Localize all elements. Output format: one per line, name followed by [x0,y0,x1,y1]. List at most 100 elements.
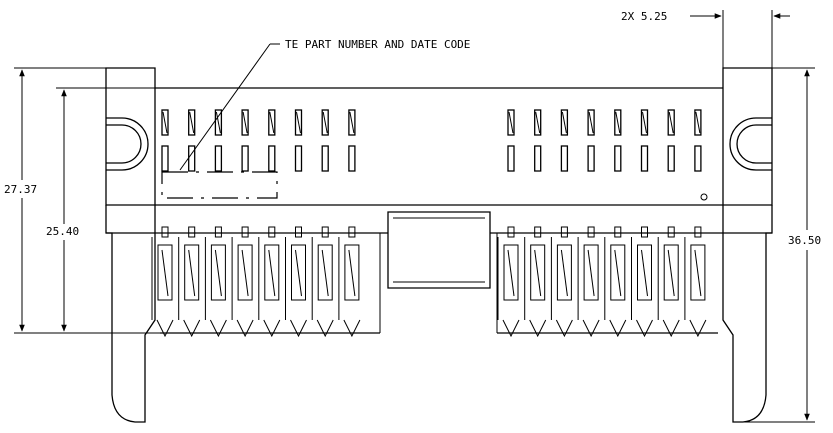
contact-slot [268,145,276,172]
contact-slots-row-1 [161,109,702,136]
pin-detail [507,249,515,297]
contact-slot [348,109,356,136]
left-latch-ear [105,67,156,423]
contact-slot [507,109,515,136]
body-height-value: 25.40 [46,225,79,238]
contact-slot [161,145,169,172]
pin-body [317,244,333,301]
pin-detail [560,249,568,297]
contact-slot [321,145,329,172]
contact-slot [614,145,622,172]
right-latch-ear [722,67,773,423]
pin-tip [636,319,653,338]
part-number-label-area [161,171,278,199]
pin-tip [502,319,520,338]
contact-slot [560,145,569,172]
pin-head [614,226,622,238]
contact-slot [241,109,249,136]
contact-pins [151,226,707,338]
pin-detail [534,249,542,297]
pin-detail [268,249,276,297]
pin-detail [667,249,675,297]
contact-slot [534,145,542,172]
pin-tip [290,319,307,338]
contact-slot [294,109,303,136]
pin-tip [609,319,627,338]
contact-slot-detail [561,111,567,134]
pin-detail [587,249,595,297]
pin-tip [529,319,547,338]
pin-head [641,226,648,238]
pin-head [321,226,329,238]
pin-body [556,244,572,301]
contact-slot-detail [242,111,248,134]
pin-tip [662,319,680,338]
contact-slot [587,109,595,136]
contact-slot-detail [508,111,514,134]
pin-head [694,226,702,238]
pin-body [237,244,253,301]
contact-slot [587,145,595,172]
pin-tip [689,319,707,338]
pin-tip [316,319,334,338]
contact-slot-detail [588,111,594,134]
pin-head [161,226,169,238]
contact-slot [560,109,569,136]
pin-head [188,226,196,238]
pin-one-marker [700,193,708,201]
pin-detail [241,249,249,297]
pin-body [610,244,626,301]
contact-slot [640,109,649,136]
pin-detail [641,249,648,297]
pin-body [264,244,280,301]
contact-slot [241,145,249,172]
pin-tip [582,319,600,338]
latch-height-dimension [743,67,815,423]
pin-head [295,226,302,238]
contact-slot-detail [322,111,328,134]
contact-slot-detail [296,111,301,134]
contact-slot [614,109,622,136]
contact-slot [534,109,542,136]
contact-slot-detail [668,111,674,134]
overall-height-dimension [14,67,160,334]
contact-slot-detail [189,111,195,134]
body-height-dimension [56,87,155,332]
contact-slot [214,145,223,172]
pin-detail [614,249,622,297]
pin-body [344,244,360,301]
pin-head [507,226,515,238]
part-label-text: TE PART NUMBER AND DATE CODE [285,38,470,51]
contact-slot [507,145,515,172]
contact-slot-detail [695,111,701,134]
contact-slot [694,145,702,172]
contact-slot [667,109,675,136]
overall-height-value: 27.37 [4,183,37,196]
contact-slot-detail [349,111,355,134]
pin-body [291,244,306,301]
contact-slot [188,109,196,136]
pin-tip [555,319,573,338]
contact-slot [321,109,329,136]
contact-slot [667,145,675,172]
pin-body [184,244,200,301]
contact-slot-detail [535,111,541,134]
contact-slot [268,109,276,136]
pin-body [503,244,519,301]
pin-head [348,226,356,238]
contact-slot [161,109,169,136]
contact-slot-detail [615,111,621,134]
pin-detail [295,249,302,297]
pin-head [534,226,542,238]
pin-body [690,244,706,301]
pin-head [268,226,276,238]
pin-head [241,226,249,238]
pin-body [663,244,679,301]
pin-body [583,244,599,301]
contact-slot [188,145,196,172]
pin-head [587,226,595,238]
latch-height-value: 36.50 [788,234,821,247]
pin-detail [214,249,222,297]
pin-tip [209,319,227,338]
